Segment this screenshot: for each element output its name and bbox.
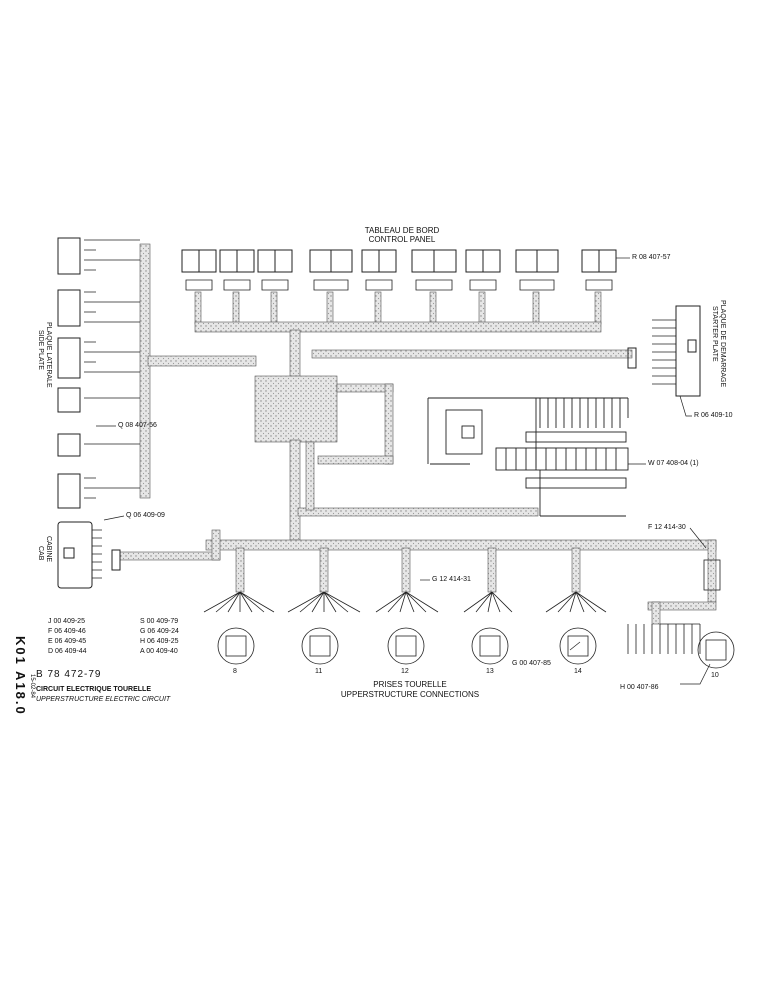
cab-label-en: CAB — [37, 546, 44, 561]
callout-g00: G 00 407-85 — [512, 660, 551, 667]
control-panel — [181, 249, 617, 291]
legend-item: D 06 409-44 — [48, 648, 87, 655]
sheet-number: K01 A18.0 — [13, 636, 28, 716]
control-panel-title-en: CONTROL PANEL — [368, 235, 436, 244]
legend-item: J 00 409-25 — [48, 618, 85, 625]
drawing-title-fr: CIRCUIT ELECTRIQUE TOURELLE — [36, 686, 151, 693]
part-legend: J 00 409-25 F 06 409-46 E 06 409-45 D 06… — [40, 616, 250, 670]
drawing-number: B 78 472-79 — [36, 669, 102, 680]
side-plate — [57, 237, 140, 509]
callout-q06: Q 06 409-09 — [126, 512, 165, 519]
control-panel-terminals — [185, 279, 613, 291]
sockets-title-en: UPPERSTRUCTURE CONNECTIONS — [340, 690, 480, 699]
socket-number-12: 12 — [401, 668, 409, 675]
cable-harness — [119, 243, 717, 625]
callout-w07: W 07 408-04 (1) — [648, 460, 699, 467]
title-block: B 78 472-79 CIRCUIT ELECTRIQUE TOURELLE … — [32, 669, 198, 714]
sockets-title-fr: PRISES TOURELLE — [373, 680, 447, 689]
callout-g12: G 12 414-31 — [432, 576, 471, 583]
socket-number-8: 8 — [233, 668, 237, 675]
control-panel-title-fr: TABLEAU DE BORD — [364, 226, 440, 235]
socket-number-13: 13 — [486, 668, 494, 675]
legend-item: F 06 409-46 — [48, 628, 86, 635]
socket-number-10: 10 — [711, 672, 719, 679]
callout-q08: Q 08 407-56 — [118, 422, 157, 429]
relay-fuse-block — [427, 397, 629, 517]
callout-h00: H 00 407-86 — [620, 684, 659, 691]
legend-item: A 00 409-40 — [140, 648, 178, 655]
control-panel-modules — [181, 249, 617, 273]
socket-number-14: 14 — [574, 668, 582, 675]
callout-r08: R 08 407-57 — [632, 254, 671, 261]
starter-plate-label-fr: PLAQUE DE DEMARRAGE — [719, 300, 726, 388]
legend-item: H 06 409-25 — [140, 638, 179, 645]
cab-connector — [57, 521, 121, 589]
cab-label-fr: CABINE — [45, 536, 52, 563]
upperstructure-sockets — [203, 559, 735, 669]
legend-item: S 00 409-79 — [140, 618, 179, 625]
callout-leaders — [96, 257, 711, 685]
legend-item: G 06 409-24 — [140, 628, 179, 635]
callout-f12: F 12 414-30 — [648, 524, 686, 531]
socket-number-11: 11 — [315, 668, 323, 675]
legend-item: E 06 409-45 — [48, 638, 87, 645]
drawing-title-en: UPPERSTRUCTURE ELECTRIC CIRCUIT — [36, 696, 171, 703]
side-plate-label-fr: PLAQUE LATERALE — [45, 322, 52, 388]
starter-plate-label-en: STARTER PLATE — [711, 306, 718, 362]
starter-plate-connector — [627, 305, 701, 397]
callout-r06: R 06 409-10 — [694, 412, 733, 419]
drawing-date: 15-02-84 — [29, 674, 35, 699]
side-plate-label-en: SIDE PLATE — [37, 330, 44, 370]
